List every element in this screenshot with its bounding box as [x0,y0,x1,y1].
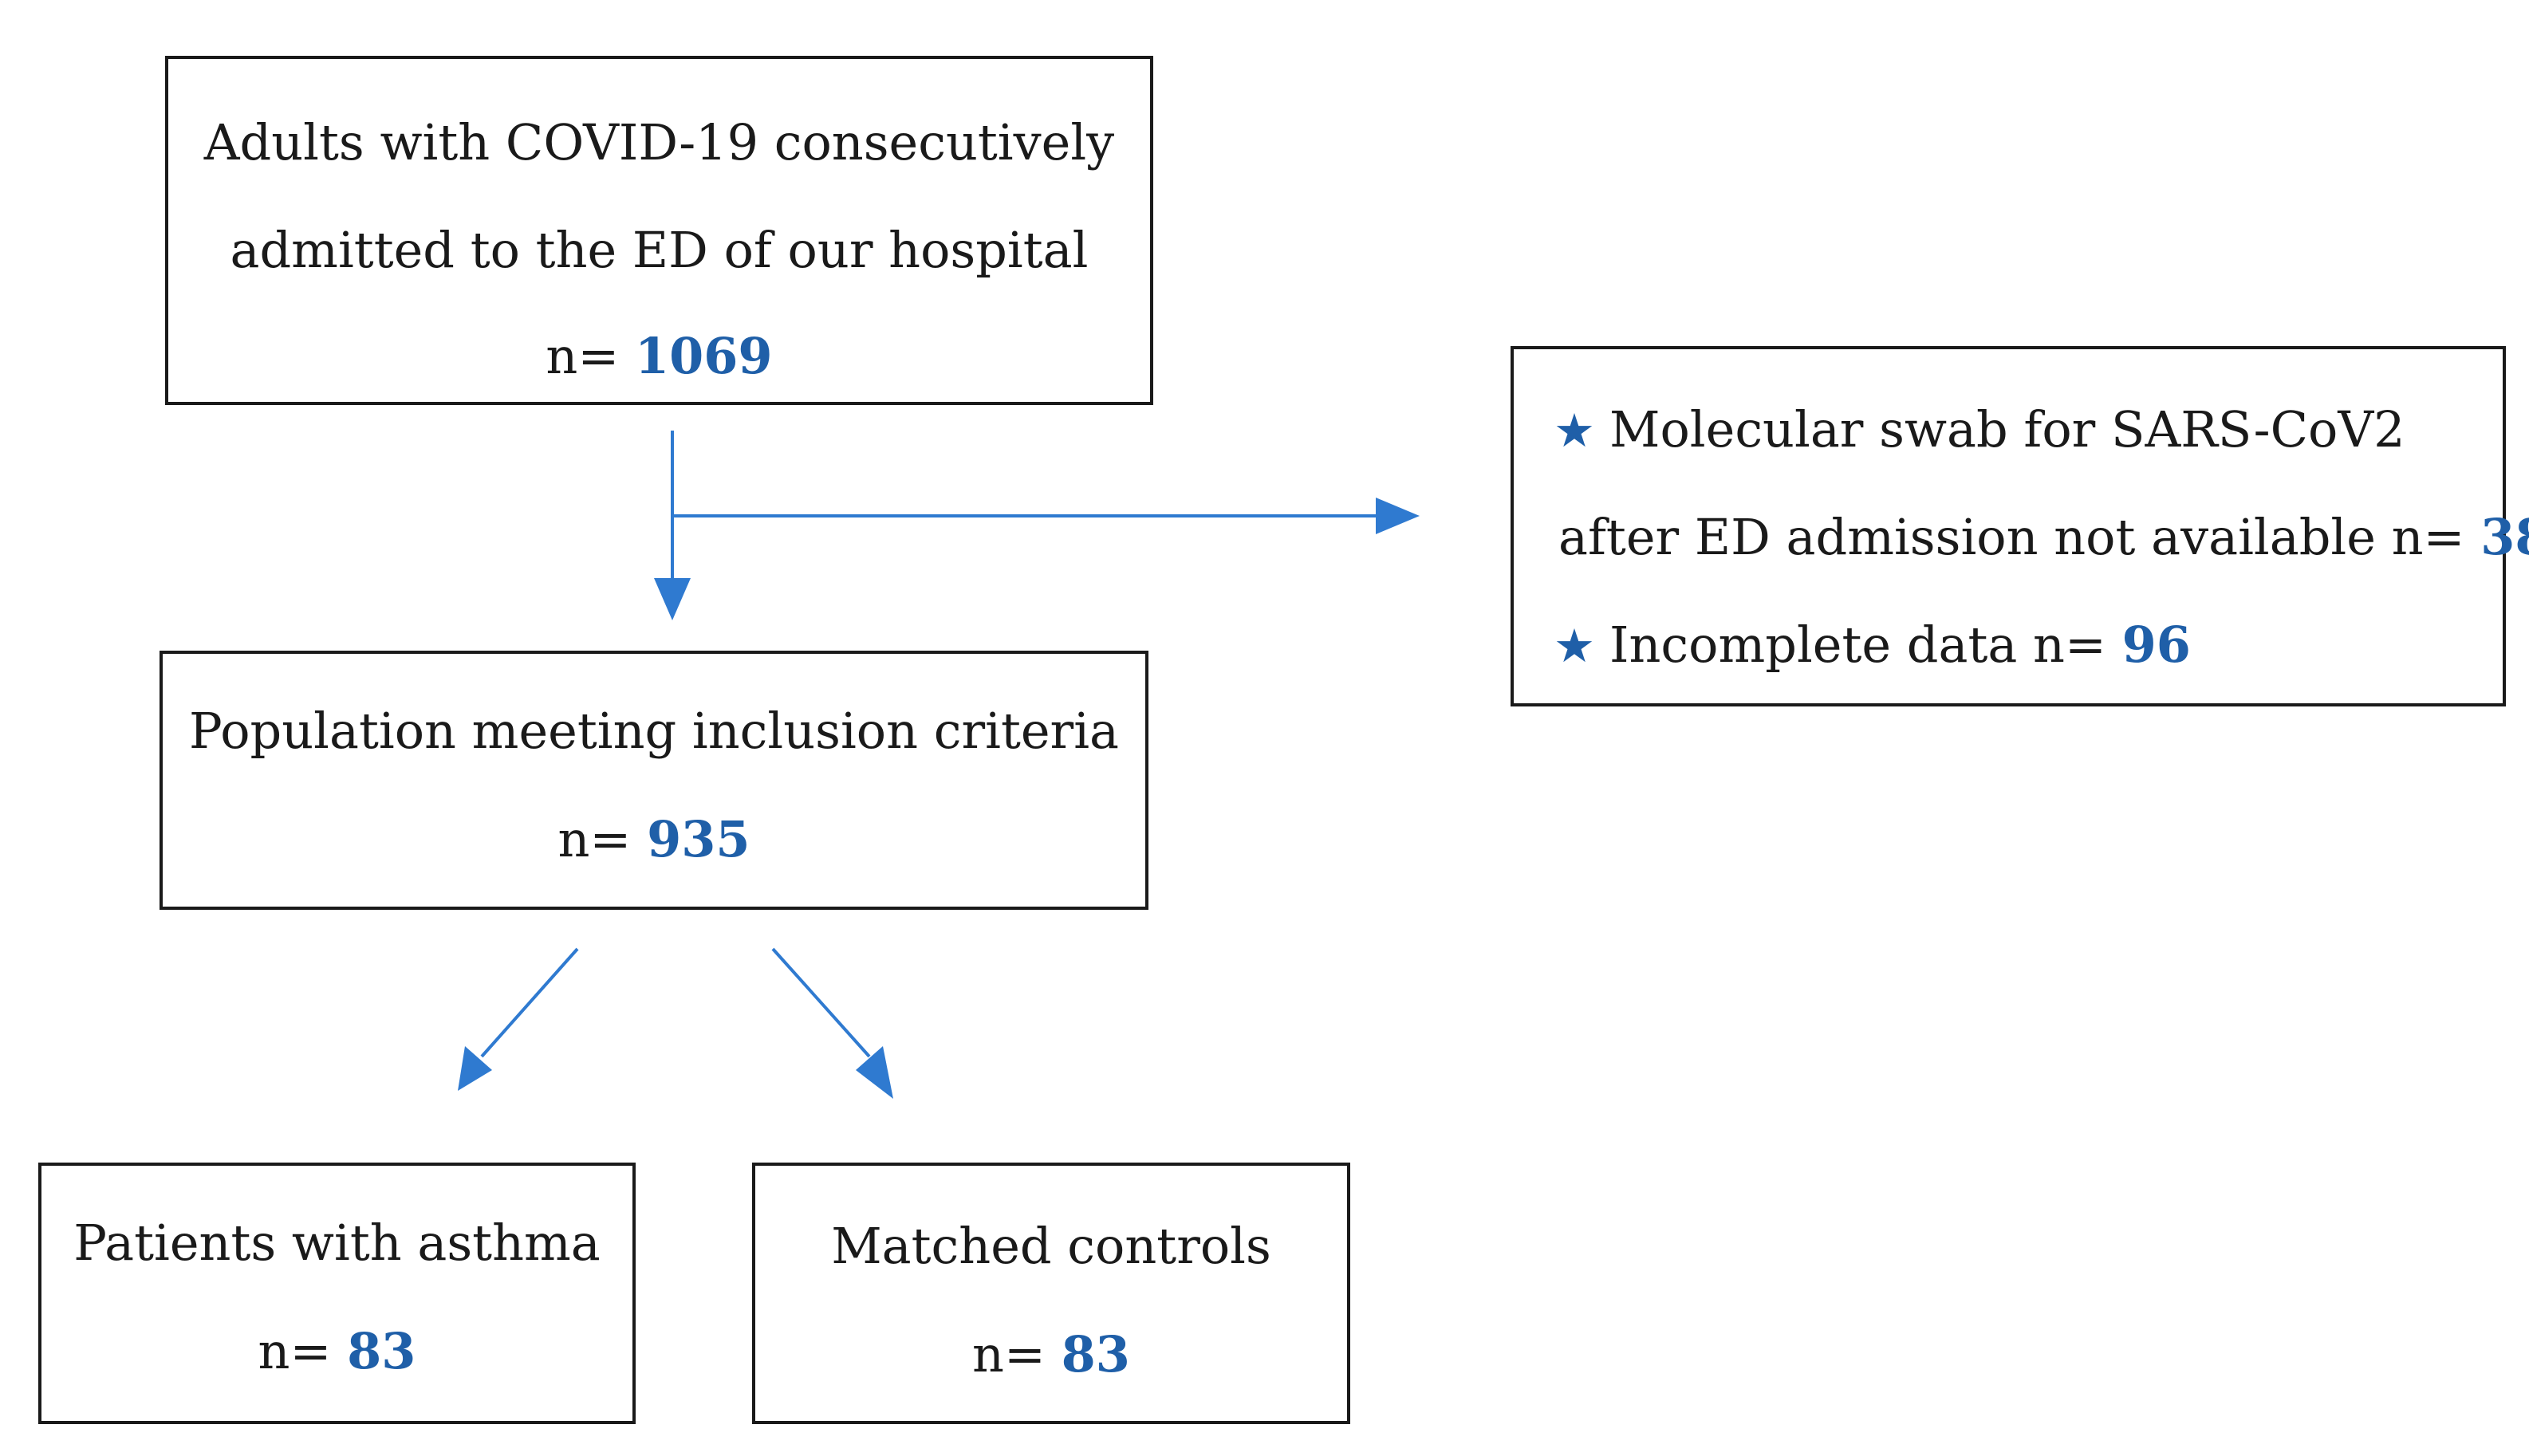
arrow-to-excluded-head [1376,498,1420,534]
included-count-prefix: n= [557,810,632,868]
excluded-item-2: ★Incomplete data n= 96 [1554,620,2503,670]
included-count: n= 935 [163,815,1145,864]
excluded-item-1-text-2: after ED admission not available n= [1558,508,2465,566]
asthma-count: n= 83 [41,1327,632,1376]
excluded-item-1-continuation: after ED admission not available n= 38 [1558,513,2529,562]
enrolled-count: n= 1069 [168,332,1150,381]
excluded-item-1: ★Molecular swab for SARS-CoV2 [1554,405,2503,455]
enrolled-count-prefix: n= [546,327,620,385]
asthma-line-1: Patients with asthma [73,1214,601,1272]
enrolled-line-1: Adults with COVID-19 consecutively [203,113,1115,171]
included-count-value: 935 [647,810,750,868]
asthma-count-value: 83 [347,1322,416,1380]
arrow-enrolled-to-included-head [654,578,691,620]
excluded-item-1-value: 38 [2480,508,2529,566]
enrolled-line-2: admitted to the ED of our hospital [230,221,1089,279]
enrolled-count-value: 1069 [635,327,773,385]
controls-count: n= 83 [755,1330,1347,1379]
controls-count-prefix: n= [972,1325,1046,1383]
star-icon: ★ [1554,403,1595,458]
star-icon: ★ [1554,619,1595,673]
controls-line-1: Matched controls [831,1217,1271,1275]
included-line-1: Population meeting inclusion criteria [189,702,1119,760]
arrow-to-controls-head [856,1046,893,1099]
arrow-to-asthma-shaft [480,947,579,1058]
controls-box: Matched controls n= 83 [752,1163,1350,1424]
excluded-item-2-text: Incomplete data n= [1609,616,2106,674]
excluded-box: ★Molecular swab for SARS-CoV2 after ED a… [1511,346,2529,706]
excluded-item-1-text: Molecular swab for SARS-CoV2 [1609,400,2405,458]
arrow-to-asthma-head [458,1046,492,1091]
controls-count-value: 83 [1061,1325,1130,1383]
enrolled-box: Adults with COVID-19 consecutively admit… [165,56,1153,405]
asthma-box: Patients with asthma n= 83 [38,1163,636,1424]
included-box: Population meeting inclusion criteria n=… [160,651,1148,910]
asthma-count-prefix: n= [258,1322,332,1380]
excluded-item-2-value: 96 [2121,616,2191,674]
arrow-to-controls-shaft [771,947,871,1058]
